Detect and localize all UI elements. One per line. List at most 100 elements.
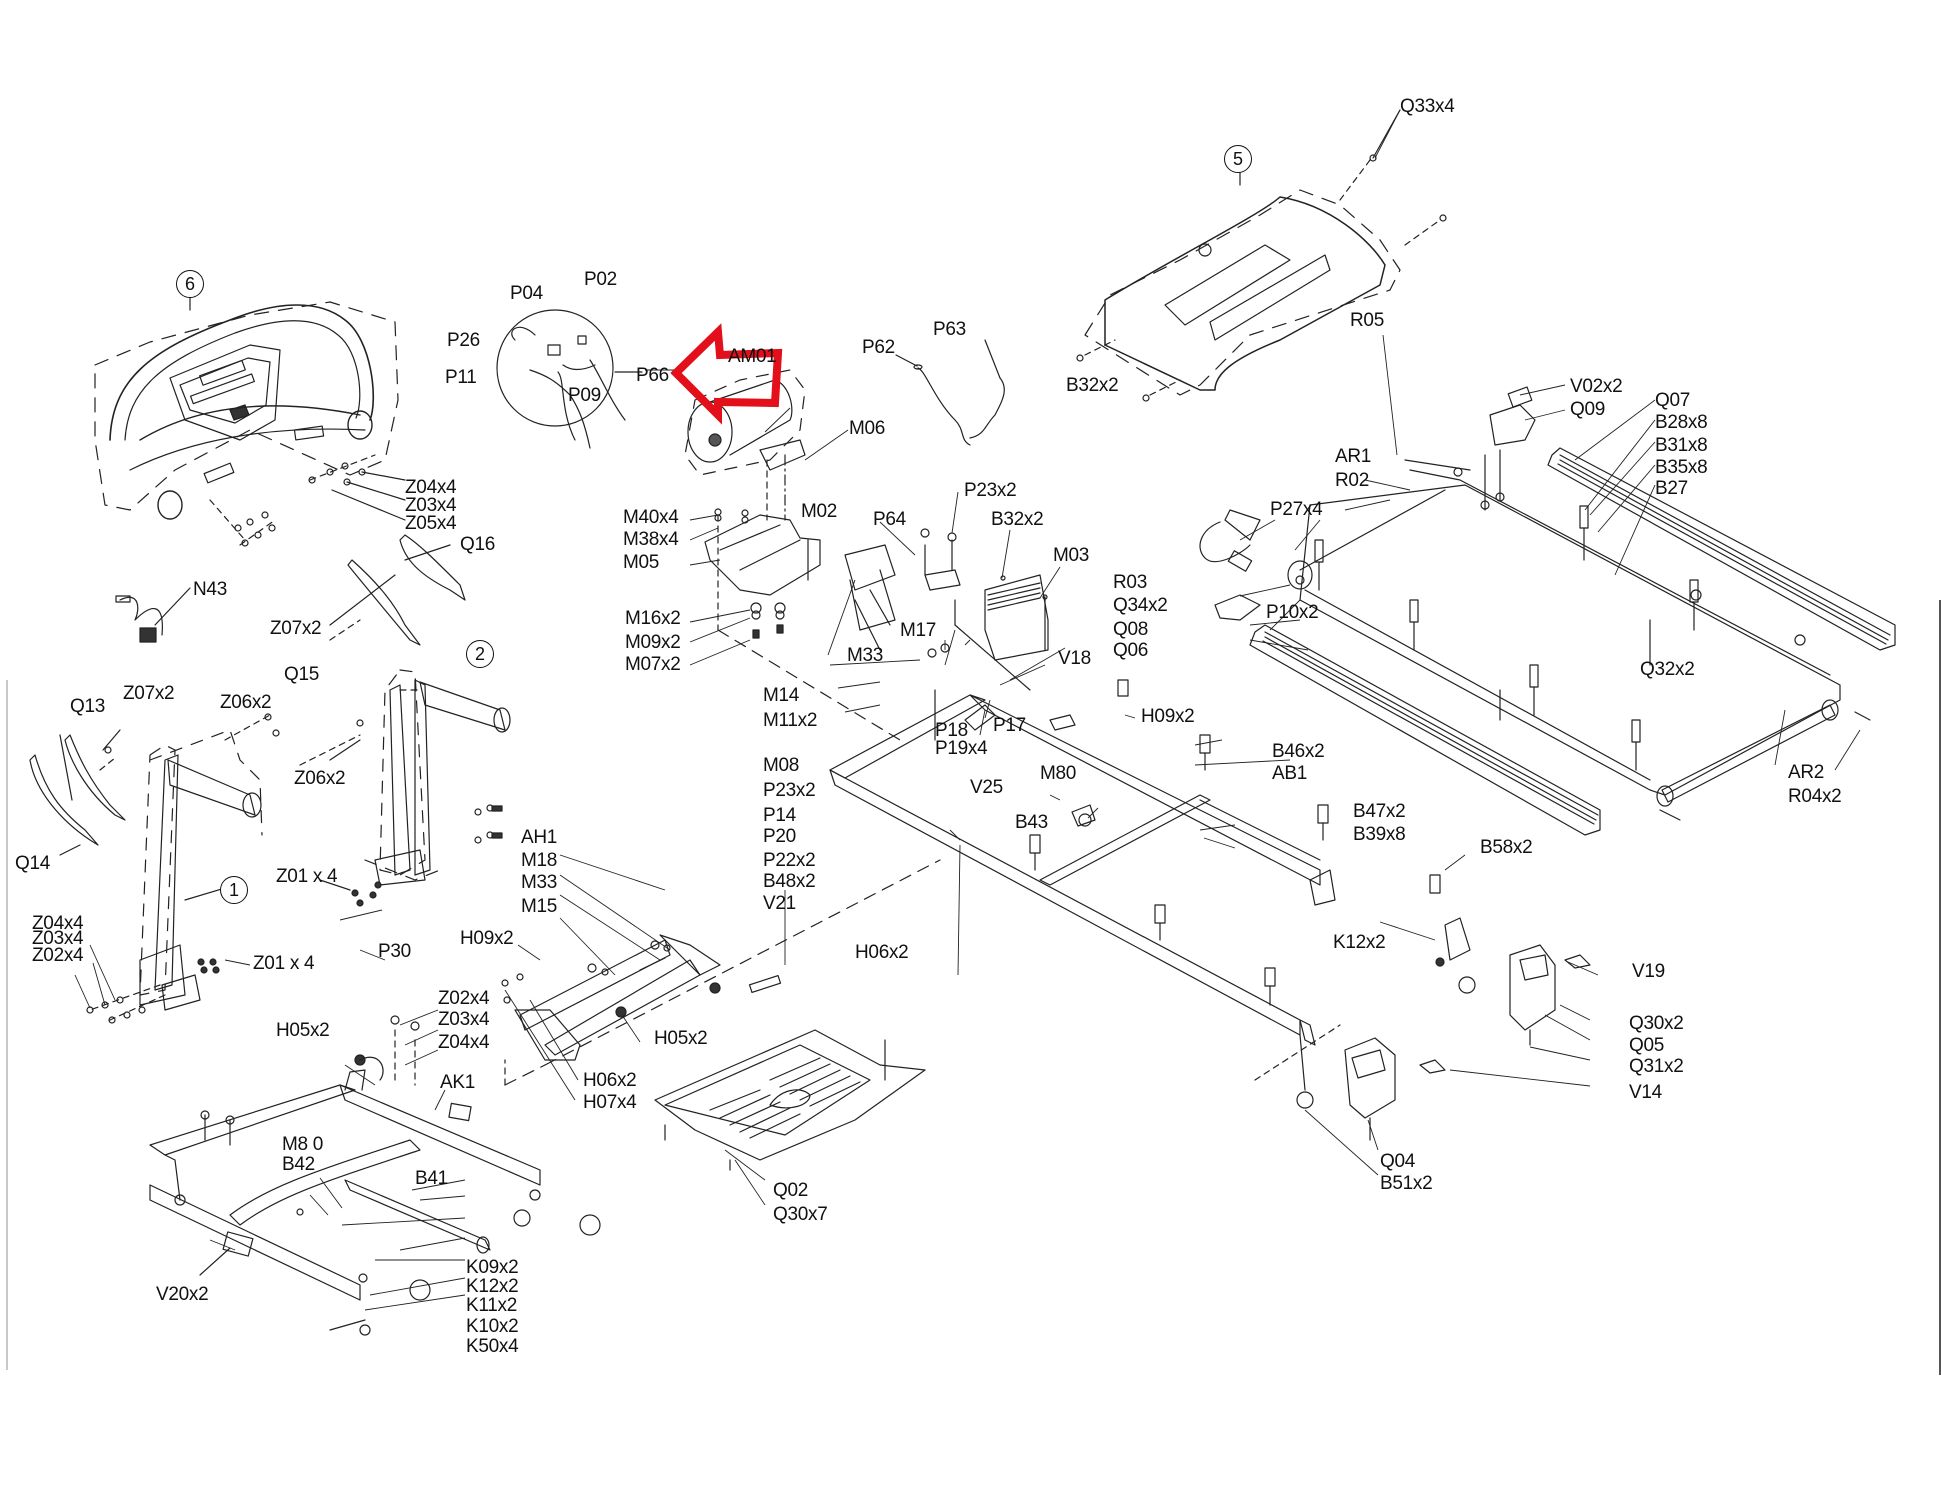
- part-label: M02: [801, 501, 838, 522]
- n43-cable: [115, 587, 191, 643]
- part-label: B58x2: [1480, 837, 1533, 858]
- part-label: V02x2: [1570, 376, 1623, 397]
- part-label: M16x2: [625, 608, 681, 629]
- part-label: B51x2: [1380, 1173, 1433, 1194]
- part-label: Z01 x 4: [276, 866, 338, 887]
- part-label: P66: [636, 365, 669, 386]
- part-label: Z03x4: [438, 1009, 490, 1030]
- part-label: AR1: [1335, 446, 1372, 467]
- leader-lines: [74, 109, 1861, 1311]
- part-label: H05x2: [276, 1020, 330, 1041]
- handle-cover-right: [329, 534, 466, 646]
- part-label: M38x4: [623, 529, 679, 550]
- part-label: AM01: [728, 346, 777, 367]
- part-label: P23x2: [763, 780, 816, 801]
- part-label: P62: [862, 337, 895, 358]
- part-label: B32x2: [991, 509, 1044, 530]
- part-label: B27: [1655, 478, 1688, 499]
- part-label: V25: [970, 777, 1003, 798]
- part-label: B39x8: [1353, 824, 1406, 845]
- part-label: M05: [623, 552, 660, 573]
- part-label: M33: [521, 872, 558, 893]
- part-label: Z03x4: [32, 928, 84, 949]
- part-label: P17: [993, 715, 1026, 736]
- part-label: V20x2: [156, 1284, 209, 1305]
- part-label: Z04x4: [405, 477, 457, 498]
- part-label: P27x4: [1270, 499, 1323, 520]
- part-label: Z07x2: [270, 618, 322, 639]
- part-label: R02: [1335, 470, 1369, 491]
- highlight-arrow: [670, 323, 783, 425]
- assembly-number-5: 5: [1224, 145, 1252, 173]
- part-label: M07x2: [625, 654, 681, 675]
- part-label: B41: [415, 1168, 448, 1189]
- console-screws: [209, 454, 406, 547]
- part-label: Q05: [1629, 1035, 1665, 1056]
- part-label: AK1: [440, 1072, 476, 1093]
- part-label: Q15: [284, 664, 320, 685]
- part-label: Q02: [773, 1180, 809, 1201]
- part-label: K50x4: [466, 1336, 519, 1357]
- part-label: Q33x4: [1400, 96, 1455, 117]
- part-label: P09: [568, 385, 601, 406]
- part-label: M03: [1053, 545, 1090, 566]
- part-label: Q30x7: [773, 1204, 828, 1225]
- part-label: Z06x2: [220, 692, 272, 713]
- part-label: H09x2: [460, 928, 514, 949]
- part-label: Z05x4: [405, 513, 457, 534]
- bottom-tray: [654, 974, 926, 1171]
- part-label: B32x2: [1066, 375, 1119, 396]
- part-label: P04: [510, 283, 543, 304]
- part-label: B43: [1015, 812, 1048, 833]
- part-label: Q32x2: [1640, 659, 1695, 680]
- upright-1: [29, 713, 280, 1024]
- part-label: P11: [445, 367, 477, 388]
- part-label: AB1: [1272, 763, 1308, 784]
- part-label: M14: [763, 685, 800, 706]
- right-border-line: [1939, 600, 1941, 1375]
- part-label: N43: [193, 579, 227, 600]
- part-label: Z04x4: [32, 913, 84, 934]
- part-label: M8 0: [282, 1134, 324, 1155]
- part-label: P22x2: [763, 850, 816, 871]
- motor-mount-bracket: [704, 508, 901, 741]
- part-label: P18: [935, 720, 968, 741]
- part-label: Z01 x 4: [253, 953, 315, 974]
- part-label: K12x2: [1333, 932, 1386, 953]
- part-label: Q13: [70, 696, 106, 717]
- part-label: Q08: [1113, 619, 1149, 640]
- part-label: P26: [447, 330, 480, 351]
- main-frame: [829, 679, 1476, 1109]
- part-label: K12x2: [466, 1276, 519, 1297]
- part-label: R04x2: [1788, 786, 1842, 807]
- wiring-harness-detail: [496, 309, 643, 449]
- part-label: M08: [763, 755, 800, 776]
- part-label: Z04x4: [438, 1032, 490, 1053]
- deck-assembly: [1199, 386, 1896, 836]
- sensor-cables: [895, 339, 1005, 446]
- part-label: P20: [763, 826, 796, 847]
- part-label: P64: [873, 509, 906, 530]
- part-label: M06: [849, 418, 886, 439]
- assembly-number-2: 2: [466, 640, 494, 668]
- part-label: Q04: [1380, 1151, 1416, 1172]
- part-label: B28x8: [1655, 412, 1708, 433]
- part-label: V14: [1629, 1082, 1662, 1103]
- left-border-line: [6, 680, 8, 1370]
- part-label: Q30x2: [1629, 1013, 1684, 1034]
- part-label: K09x2: [466, 1257, 519, 1278]
- part-label: P23x2: [964, 480, 1017, 501]
- part-label: H05x2: [654, 1028, 708, 1049]
- part-label: B47x2: [1353, 801, 1406, 822]
- part-label: M17: [900, 620, 937, 641]
- base-frame: [149, 1015, 601, 1336]
- part-label: B42: [282, 1154, 315, 1175]
- part-label: M18: [521, 850, 558, 871]
- part-label: K11x2: [466, 1295, 517, 1316]
- part-label: P14: [763, 805, 796, 826]
- console-assembly: [94, 292, 399, 520]
- folding-bracket: [501, 859, 941, 1086]
- part-label: B31x8: [1655, 435, 1708, 456]
- assembly-number-1: 1: [220, 876, 248, 904]
- part-label: P02: [584, 269, 617, 290]
